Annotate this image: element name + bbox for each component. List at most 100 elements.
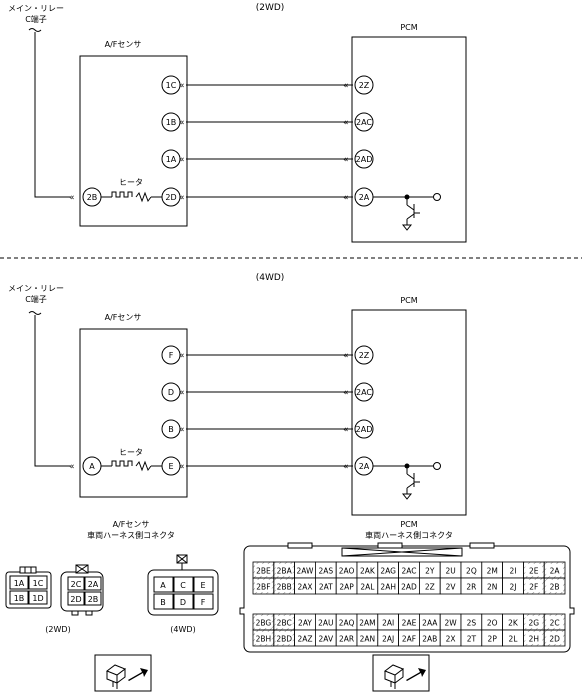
pcm-pin-label: 2BG xyxy=(256,619,272,628)
pcm-pin-label: 2S xyxy=(467,619,477,628)
connector-mark: « xyxy=(343,155,349,165)
heater-label: ヒータ xyxy=(119,448,143,457)
pin-label: 1A xyxy=(14,579,25,588)
pcm-pin-label: 2AE xyxy=(402,619,417,628)
sensor-title-4wd: A/Fセンサ xyxy=(105,313,142,322)
pcm-pin-label: 2BA xyxy=(277,567,293,576)
pcm-pin xyxy=(354,112,374,132)
pin-label: B xyxy=(160,598,166,607)
connector-2wd-small: 1A 1C 1B 1D xyxy=(5,566,52,609)
pcm-pin-label: 2Z xyxy=(425,583,435,592)
pcm-pin-label: 2AW xyxy=(297,567,314,576)
main-relay-label: メイン・リレー xyxy=(8,4,64,13)
af-sensor-box-2wd xyxy=(79,55,188,227)
heater-row: « « A ヒータ E 2A xyxy=(82,448,441,500)
pin-label: C xyxy=(180,581,186,590)
pcm-pin-cell-inner xyxy=(525,580,543,592)
main-relay-terminal-label: C端子 xyxy=(25,294,47,304)
pcm-pin-cell-inner xyxy=(255,564,272,576)
pcm-pin-cell-inner xyxy=(255,632,272,644)
main-relay-wire-2wd xyxy=(34,32,70,198)
pcm-pin-label: 2AH xyxy=(380,583,396,592)
pin-label: D xyxy=(180,598,186,607)
pcm-pin-label: 2O xyxy=(487,619,498,628)
transistor-icon xyxy=(401,466,420,500)
main-relay-terminal-label: C端子 xyxy=(25,14,47,24)
connector-mark: « xyxy=(69,193,75,203)
pcm-pin-label: 2AN xyxy=(360,635,376,644)
pin-label: E xyxy=(200,581,205,590)
sensor-connector-title: A/Fセンサ xyxy=(113,520,150,529)
pcm-pin-label: 2D xyxy=(549,635,560,644)
pcm-pin-label: 2N xyxy=(487,583,497,592)
pcm-pin-label: 2AC xyxy=(356,388,372,397)
pcm-pin-label: 2AV xyxy=(319,635,334,644)
pcm-pin-label: 2W xyxy=(445,619,458,628)
sensor-connector-subtitle: 車両ハーネス側コネクタ xyxy=(87,530,175,540)
pcm-pin-label: 2AD xyxy=(401,583,417,592)
pcm-pin-label: 2E xyxy=(529,567,539,576)
pcm-pin-cell-inner xyxy=(255,580,272,592)
pin-label: 1D xyxy=(32,594,43,603)
pcm-pin-label: 2M xyxy=(487,567,498,576)
sensor-in-pin-label: 2B xyxy=(87,193,98,202)
pcm-pin-label: 2AP xyxy=(339,583,354,592)
pcm-pin xyxy=(354,419,374,439)
sensor-pin xyxy=(161,149,181,169)
pcm-pin-label: 2AC xyxy=(401,567,416,576)
heater-label: ヒータ xyxy=(119,178,143,187)
pcm-pin-label: 2Z xyxy=(359,81,370,90)
pcm-pin-label: 2AA xyxy=(422,619,438,628)
heater-row: « « 2B ヒータ 2D 2A xyxy=(82,178,441,231)
af-sensor-box-4wd xyxy=(79,328,188,498)
connector-mark: « xyxy=(179,388,185,398)
pcm-pin-label: 2AS xyxy=(318,567,333,576)
sensor-pin-label: 2D xyxy=(165,193,176,202)
pcm-pin-label: 2K xyxy=(508,619,519,628)
pcm-pin-cell-inner xyxy=(275,632,293,644)
pcm-pin xyxy=(354,75,374,95)
signal-row-1: « « F 2Z xyxy=(161,345,374,365)
connector-mark: « xyxy=(69,462,75,472)
pcm-pin xyxy=(354,149,374,169)
pcm-pin-cell-inner xyxy=(275,616,293,628)
pcm-pin-label: 2BE xyxy=(256,567,271,576)
connector-caption-4wd: (4WD) xyxy=(170,625,195,634)
pcm-pin-cell-inner xyxy=(546,632,563,644)
pcm-pin-label: 2AQ xyxy=(339,619,355,628)
pin-label: 1B xyxy=(14,594,25,603)
pin-label: 2D xyxy=(70,595,81,604)
connector-mark: « xyxy=(343,425,349,435)
pcm-pin-label: 2BD xyxy=(276,635,292,644)
pcm-pin-label: 2X xyxy=(446,635,456,644)
signal-row-2: « « 1B 2AC xyxy=(161,112,374,132)
signal-row-2: « « D 2AC xyxy=(161,382,374,402)
main-relay-wire-4wd xyxy=(34,315,70,467)
pcm-pin-label: 2C xyxy=(550,619,560,628)
pcm-pin-label: 2AC xyxy=(356,118,372,127)
latch-cross xyxy=(341,547,463,557)
signal-row-3: « « 1A 2AD xyxy=(161,149,374,169)
pcm-pin xyxy=(354,382,374,402)
pcm-pin-label: 2J xyxy=(510,583,517,592)
pin-label: 1C xyxy=(33,579,44,588)
pcm-connector-tab xyxy=(469,542,495,549)
pcm-pin xyxy=(354,345,374,365)
pcm-pin-label: 2AX xyxy=(297,583,312,592)
pcm-pin-cell-inner xyxy=(546,616,563,628)
connector-mark: « xyxy=(343,193,349,203)
sensor-pin-label: E xyxy=(168,462,173,471)
pcm-title-2wd: PCM xyxy=(400,23,417,32)
pcm-pin-label: 2AZ xyxy=(297,635,312,644)
section-4wd: (4WD) メイン・リレー C端子 A/Fセンサ PCM « « « F 2Z … xyxy=(8,273,467,516)
sensor-pin-label: 1A xyxy=(166,155,177,164)
pcm-pin-cell-inner xyxy=(275,564,293,576)
connector-2wd-large: 2C 2A 2D 2B xyxy=(60,564,104,616)
pcm-pin-label: 2AR xyxy=(339,635,354,644)
sensor-pin-label: 1C xyxy=(166,81,177,90)
transistor-icon xyxy=(401,197,420,231)
pcm-pin-cell-inner xyxy=(525,616,543,628)
pin-label: 2C xyxy=(71,580,82,589)
pcm-pin-label: 2AY xyxy=(298,619,312,628)
